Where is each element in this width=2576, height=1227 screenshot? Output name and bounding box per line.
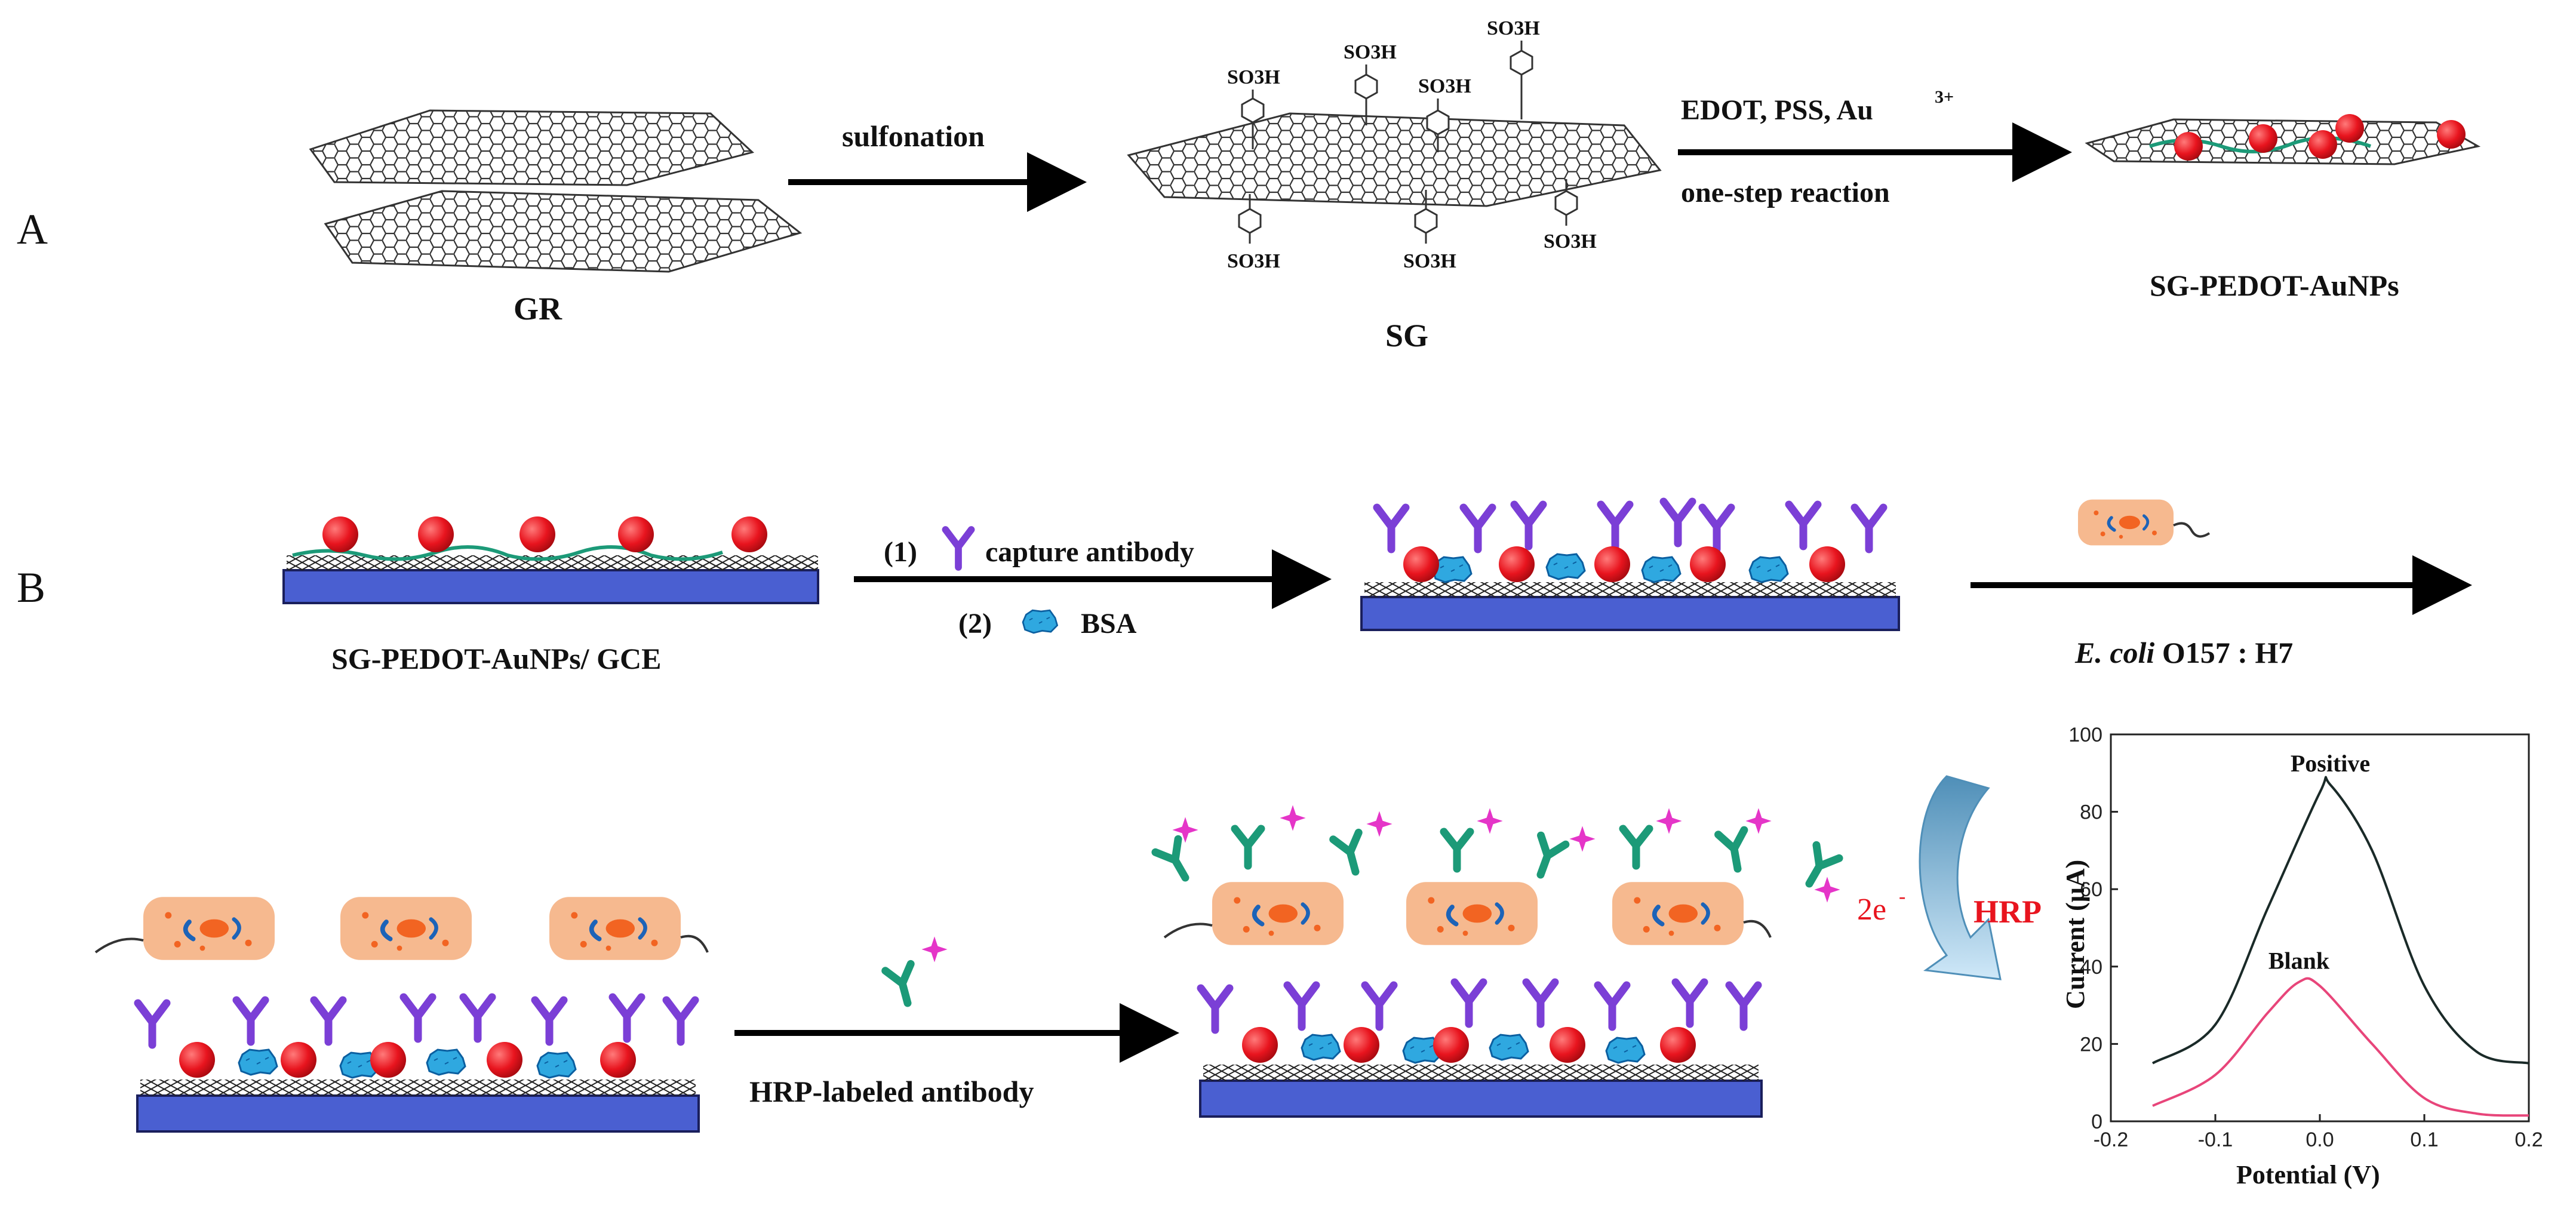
gr-label: GR	[514, 291, 562, 327]
dpv-chart: -0.2 -0.1 0.0 0.1 0.2 0 20 40 60 80 100 PositiveB…	[2061, 724, 2543, 1189]
x-axis-label: Potential (V)	[2236, 1160, 2380, 1189]
y-tick-label: 60	[2080, 878, 2102, 901]
x-tick-label: 0.0	[2306, 1128, 2334, 1151]
step2-text: BSA	[1081, 608, 1137, 639]
y-tick-label: 100	[2068, 724, 2102, 746]
electrode-label: SG-PEDOT-AuNPs/ GCE	[331, 642, 661, 675]
y-axis-ticks: 0 20 40 60 80 100	[2068, 724, 2118, 1133]
reagents-label: EDOT, PSS, Au	[1681, 94, 1873, 126]
panel-label-a: A	[17, 205, 48, 253]
x-tick-label: 0.2	[2514, 1128, 2543, 1151]
so3h-label: SO3H	[1344, 41, 1397, 63]
y-tick-label: 20	[2080, 1033, 2102, 1056]
y-tick-label: 80	[2080, 801, 2102, 824]
step1-text: capture antibody	[985, 536, 1194, 568]
sg-pedot-aunps-product	[2085, 114, 2481, 165]
series-line-positive	[2151, 776, 2529, 1065]
antibody-electrode	[1360, 502, 1900, 631]
series-label-positive: Positive	[2291, 750, 2370, 777]
sg-label: SG	[1385, 318, 1428, 353]
product-label: SG-PEDOT-AuNPs	[2150, 269, 2399, 302]
so3h-labels: SO3H SO3H SO3H SO3H SO3H SO3H SO3H	[1227, 17, 1597, 272]
y-tick-label: 0	[2091, 1111, 2102, 1133]
sulfonated-graphene	[1127, 41, 1662, 244]
electron-superscript: -	[1899, 885, 1905, 908]
series-line-blank	[2152, 977, 2529, 1117]
x-tick-label: -0.2	[2094, 1128, 2129, 1151]
one-step-reaction-label: one-step reaction	[1681, 177, 1890, 208]
graphene-sheets	[309, 109, 803, 273]
sandwich-electrode	[1155, 805, 1840, 1118]
bacteria-genus: E. coli	[2074, 636, 2154, 669]
sulfonation-label: sulfonation	[842, 119, 985, 153]
bsa-icon	[1022, 609, 1058, 634]
hrp-antibody-label: HRP-labeled antibody	[749, 1075, 1034, 1108]
so3h-label: SO3H	[1418, 75, 1471, 97]
so3h-label: SO3H	[1544, 230, 1597, 253]
x-axis-ticks: -0.2 -0.1 0.0 0.1 0.2	[2094, 1114, 2543, 1151]
step2-number: (2)	[958, 608, 992, 639]
capture-antibody-icon	[945, 530, 971, 567]
series-label-blank: Blank	[2268, 948, 2330, 974]
modified-electrode	[282, 516, 819, 604]
bacteria-captured-electrode	[94, 897, 709, 1133]
step1-number: (1)	[884, 536, 917, 568]
so3h-label: SO3H	[1403, 250, 1456, 272]
hrp-label: HRP	[1974, 894, 2042, 930]
bacteria-strain: O157 : H7	[2154, 636, 2293, 669]
so3h-label: SO3H	[1227, 66, 1280, 88]
so3h-label: SO3H	[1487, 17, 1540, 39]
y-axis-label: Current (μA)	[2061, 860, 2090, 1009]
hrp-antibody-icon	[886, 936, 948, 1006]
bacteria-label: E. coli O157 : H7	[2074, 636, 2293, 669]
x-tick-label: -0.1	[2198, 1128, 2233, 1151]
so3h-label: SO3H	[1227, 250, 1280, 272]
bacterium-icon	[2078, 500, 2211, 546]
electron-label: 2e	[1857, 893, 1886, 927]
reagents-superscript: 3+	[1935, 87, 1954, 107]
panel-label-b: B	[17, 564, 45, 611]
y-tick-label: 40	[2080, 956, 2102, 979]
x-tick-label: 0.1	[2410, 1128, 2438, 1151]
redox-curved-arrow	[1919, 775, 2002, 980]
